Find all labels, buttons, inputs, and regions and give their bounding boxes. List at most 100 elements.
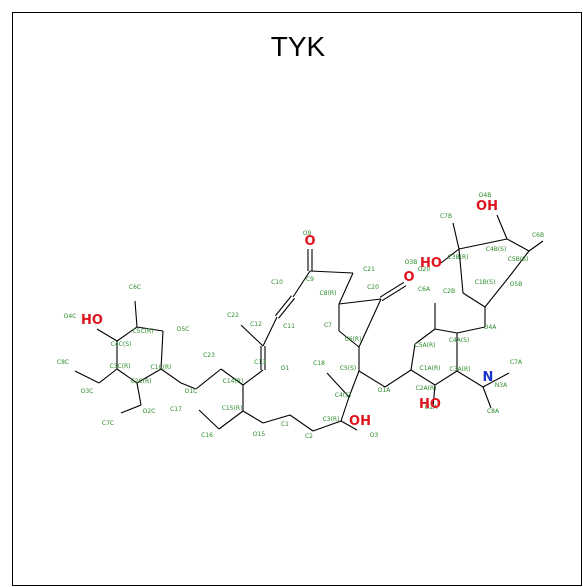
atom-label-o5c: O5C (177, 326, 190, 333)
atom-label-o1c: O1C (185, 388, 198, 395)
bond-o5c-c1c (160, 330, 164, 370)
atom-label-c1: C1 (281, 421, 289, 428)
bond-c6-c7 (338, 330, 360, 348)
bond-o5a-c5a (414, 328, 436, 345)
bond-c15-c16 (218, 410, 244, 430)
bond-c10-c11 (275, 295, 292, 317)
atom-label-c13: C13 (254, 359, 266, 366)
bond-c9-c21 (309, 270, 354, 274)
atom-label-c5b: C5B(S) (508, 256, 529, 263)
atom-label-c15: C15(R) (222, 405, 243, 412)
bond-o15-c1 (262, 414, 291, 424)
molecule-title: TYK (270, 31, 326, 62)
atom-label-c3b: C3B(R) (448, 254, 469, 261)
atom-label-c1a: C1A(R) (420, 365, 441, 372)
atom-label-o2a: O2A (425, 404, 439, 411)
bond-c3a-c2a (434, 370, 458, 386)
atom-label-o15: O15 (253, 431, 266, 438)
bond-c2a-c1a (410, 369, 436, 386)
atom-label-c3a: C3A(R) (450, 366, 471, 373)
atom-label-c9: C9 (306, 276, 314, 283)
bond-c4-c5 (348, 370, 360, 398)
atom-label-c8c: C8C (57, 359, 69, 366)
bond-c1b-o5b (484, 276, 510, 308)
bond-o1a-c1a (384, 369, 412, 388)
bond-c3a-n (456, 370, 484, 388)
atom-label-c3c: C3C(R) (109, 363, 130, 370)
atom-label-c17: C17 (170, 406, 182, 413)
atom-label-o3: O3 (370, 432, 379, 439)
bond-c6c-c5c (134, 300, 138, 328)
atom-label-c7b: C7B (440, 213, 452, 220)
atom-label-c21: C21 (363, 266, 375, 273)
atom-label-c4b: C4B(S) (486, 246, 507, 253)
bond-c8-c20 (338, 298, 382, 305)
bond-o1c2-o1c (180, 382, 197, 390)
bond-c5c-c4c (116, 326, 138, 342)
bond-o5b-c5b (508, 250, 530, 278)
atom-label-c22: C22 (227, 312, 239, 319)
atom-label-o4a: O4A (484, 324, 498, 331)
bond-c12-c22 (240, 324, 264, 347)
bond-c6-c20 (358, 298, 382, 348)
atom-label-o1: O1 (281, 365, 290, 372)
bond-layer (74, 214, 544, 432)
atom-label-c7c: C7C (102, 420, 114, 427)
bond-c9-c10 (292, 270, 311, 298)
atom-label-c5a: C5A(R) (415, 342, 436, 349)
atom-label-c16: C16 (201, 432, 213, 439)
bond-o3c-c8c (74, 370, 100, 384)
bond-c1c-o1c2 (160, 368, 182, 384)
bond-c23-o1c (195, 368, 222, 390)
atom-label-c4a: C4A(S) (449, 337, 470, 344)
bond-o2c-c7c (120, 404, 142, 414)
atom-label-c7a: C7A (510, 359, 523, 366)
atom-label-o20: O20 (418, 266, 431, 273)
atom-label-ho3b: HO (420, 256, 442, 271)
bond-c5b-c6b (528, 240, 544, 252)
atom-label-o9: O9 (303, 230, 312, 237)
bond-c3b-o3b (440, 248, 460, 264)
bond-c5b-c4b (506, 238, 530, 252)
atom-label-c6b: C6B (532, 232, 544, 239)
atom-label-c18: C18 (313, 360, 325, 367)
bond-c3c-o3c (98, 368, 118, 384)
atom-label-c12: C12 (250, 321, 262, 328)
atom-label-o3c: O3C (81, 388, 94, 395)
atom-label-c2b: C2B (443, 288, 455, 295)
atom-label-o5b: O5B (510, 281, 523, 288)
atom-label-ho3: OH (349, 414, 371, 429)
bond-c4b-o4b (496, 214, 508, 240)
atom-label-c4c: C4C(S) (111, 341, 132, 348)
atom-label-c6a: C6A (418, 286, 431, 293)
bond-c4c-o4c (96, 328, 118, 342)
bond-c3-c4 (340, 396, 350, 422)
bond-c21-c8 (338, 272, 354, 305)
atom-label-c5: C5(S) (340, 365, 357, 372)
atom-label-c1c: C1C(R) (150, 364, 171, 371)
atom-label-c2c: C2C(R) (130, 378, 151, 385)
bond-c2-c3 (312, 420, 342, 432)
bond-c1b-c2b (462, 292, 486, 308)
atom-label-c1b: C1B(S) (475, 279, 496, 286)
atom-label-n3a: N3A (495, 382, 508, 389)
bond-c2a-o2a (432, 384, 436, 408)
bond-c5-o1a (358, 370, 386, 388)
atom-label-c23: C23 (203, 352, 215, 359)
bond-c3b-c2b (458, 248, 464, 294)
atom-label-ho4b: OH (476, 199, 498, 214)
bond-c15-o15 (242, 410, 264, 424)
bond-n-c7a (482, 372, 510, 388)
bond-c4a-o4a (456, 326, 486, 334)
atom-label-c2: C2 (305, 433, 313, 440)
bond-c16-c17 (198, 409, 220, 430)
bond-c20-o20 (379, 281, 405, 298)
bond-c2c-o2c (136, 382, 142, 406)
bond-n-c8a (482, 386, 492, 409)
atom-label-c5c: C5C(R) (132, 328, 153, 335)
atom-label-c3: C3(R) (323, 416, 340, 423)
bond-c5a-c4a (434, 328, 458, 334)
bond-c5c-o5c (136, 326, 164, 332)
